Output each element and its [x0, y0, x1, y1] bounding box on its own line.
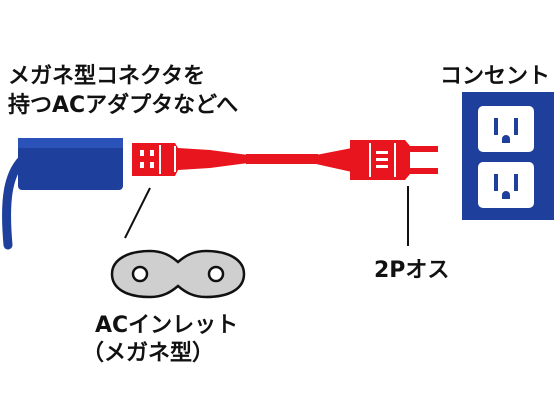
inlet-label-line2: （メガネ型） [82, 341, 214, 366]
inlet-label-line1: ACインレット [95, 313, 238, 338]
power-cable [132, 140, 438, 180]
inlet-leader-line [124, 187, 151, 239]
two-prong-plug-icon [350, 140, 438, 180]
outlet-receptacle-bottom [478, 162, 534, 208]
figure8-connector-icon [132, 143, 210, 176]
device-label-line2: 持つACアダプタなどへ [8, 92, 238, 118]
outlet-receptacle-top [478, 106, 534, 152]
wall-outlet-icon [462, 92, 554, 220]
outlet-label: コンセント [440, 64, 550, 89]
adapter-icon [2, 138, 123, 250]
plug-label: 2Pオス [374, 258, 449, 283]
figure8-inlet-icon [110, 249, 246, 299]
device-label-line1: メガネ型コネクタを [8, 64, 205, 89]
